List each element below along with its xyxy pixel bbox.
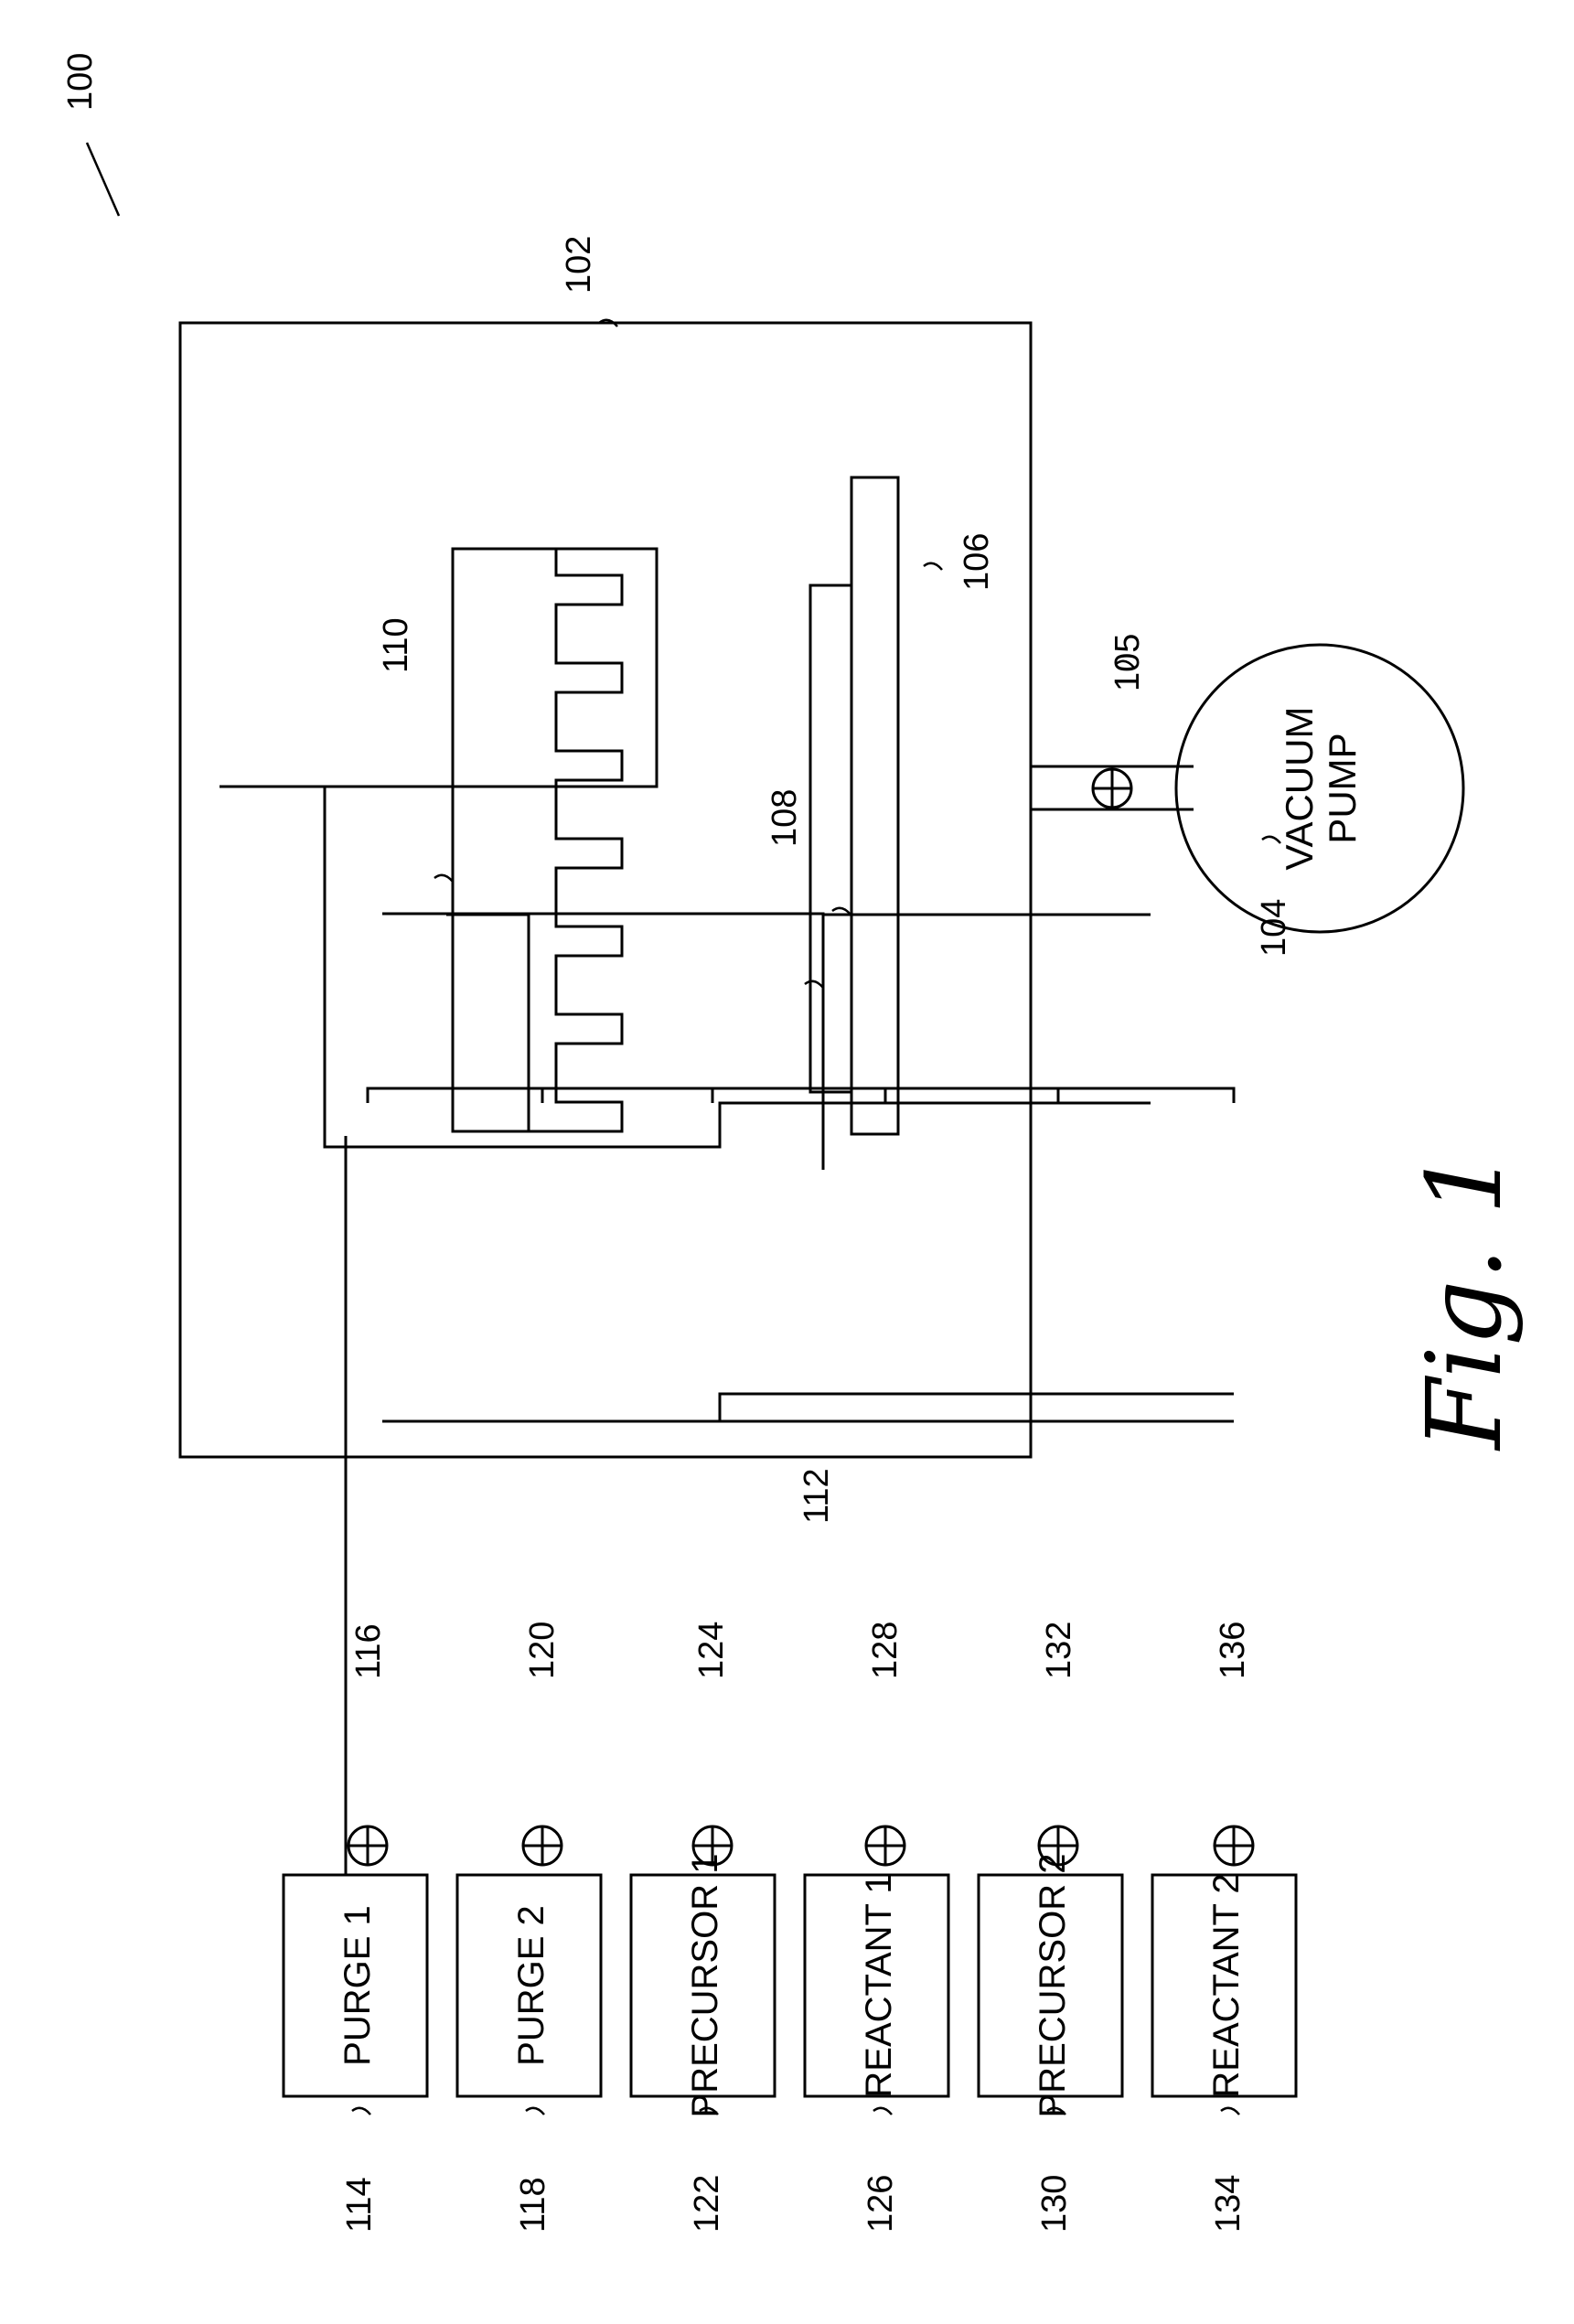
ref-112: 112 xyxy=(798,1468,836,1524)
source-label-precursor-2: PRECURSOR 2 xyxy=(1033,1854,1073,2118)
ref-136: 136 xyxy=(1214,1622,1252,1679)
showerhead-nozzles xyxy=(529,549,622,1131)
ref-100: 100 xyxy=(61,53,100,111)
vacuum-pump-label-line2: PUMP xyxy=(1321,733,1364,843)
leader-lines xyxy=(87,143,1280,2115)
ref-110: 110 xyxy=(377,617,415,673)
substrate xyxy=(810,585,851,1092)
ref-126: 126 xyxy=(862,2175,900,2233)
valve-interconnect xyxy=(368,1088,1234,1103)
source-label-reactant-2: REACTANT 2 xyxy=(1206,1873,1247,2097)
ref-105: 105 xyxy=(1108,634,1147,691)
ref-132: 132 xyxy=(1040,1622,1078,1679)
ref-124: 124 xyxy=(692,1622,731,1679)
ref-128: 128 xyxy=(866,1622,905,1679)
upper-supply-line xyxy=(720,1394,1151,1421)
source-label-purge-1: PURGE 1 xyxy=(337,1905,378,2066)
ref-130: 130 xyxy=(1035,2175,1074,2233)
figure-caption: Fig. 1 xyxy=(1406,1150,1525,1451)
reaction-chamber xyxy=(180,323,1031,1457)
ref-122: 122 xyxy=(688,2175,726,2233)
ref-134: 134 xyxy=(1209,2175,1247,2233)
ref-106: 106 xyxy=(958,533,996,591)
source-label-reactant-1: REACTANT 1 xyxy=(859,1873,899,2097)
ref-102: 102 xyxy=(560,236,598,294)
ref-104: 104 xyxy=(1255,899,1293,957)
source-label-purge-2: PURGE 2 xyxy=(511,1905,551,2066)
source-valves xyxy=(348,1826,1253,1865)
substrate-support xyxy=(851,477,898,1134)
vacuum-pump-label-line1: VACUUM xyxy=(1278,707,1321,871)
ref-118: 118 xyxy=(514,2177,552,2233)
ref-114: 114 xyxy=(340,2177,379,2233)
ref-120: 120 xyxy=(523,1622,562,1679)
upper-manifold xyxy=(325,787,1151,1147)
ref-116: 116 xyxy=(349,1623,388,1679)
source-label-precursor-1: PRECURSOR 1 xyxy=(685,1854,725,2118)
ref-108: 108 xyxy=(766,789,804,847)
